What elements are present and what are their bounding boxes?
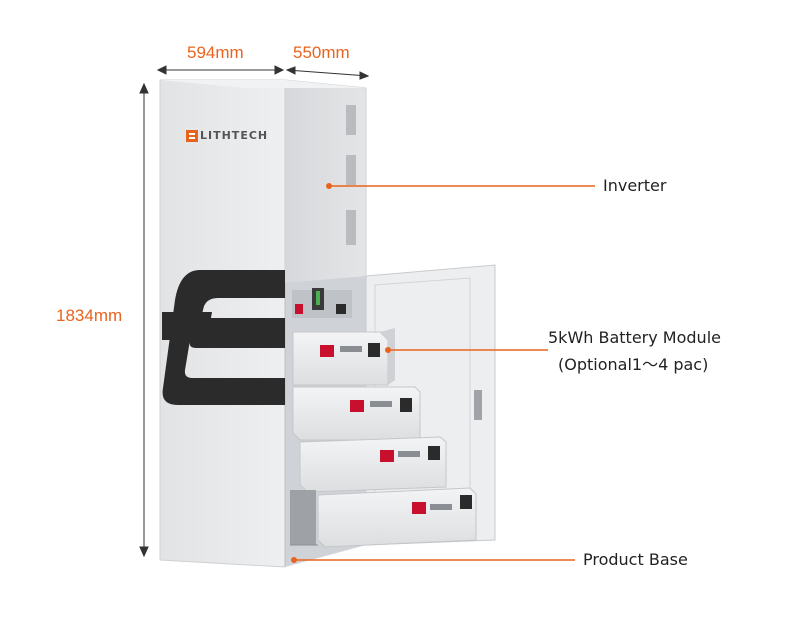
height-dimension-label: 1834mm <box>56 306 123 325</box>
inverter-label: Inverter <box>603 176 667 195</box>
width-dimension-label: 594mm <box>187 43 244 62</box>
battery-module-2 <box>292 386 421 441</box>
side-vents <box>346 105 356 245</box>
door-handle <box>474 390 482 420</box>
battery-module-3 <box>299 436 447 493</box>
battery-callout-line <box>385 347 548 353</box>
height-dimension-line <box>139 82 149 558</box>
inverter-components <box>292 288 352 318</box>
lithtech-logo <box>186 130 198 142</box>
logo-text: LITHTECH <box>200 129 269 142</box>
battery-module-4 <box>317 487 477 548</box>
product-base-label: Product Base <box>583 550 688 569</box>
width-dimension-line <box>156 65 285 75</box>
base-callout-line <box>291 557 575 563</box>
product-base-shelf <box>290 490 318 546</box>
battery-module-1 <box>292 328 395 386</box>
battery-module-label: 5kWh Battery Module <box>548 328 721 347</box>
cabinet-top <box>160 80 366 88</box>
brand-mark-graphic <box>162 270 285 405</box>
inverter-callout-line <box>326 183 595 189</box>
battery-module-sublabel: (Optional1～4 pac) <box>558 355 709 374</box>
depth-dimension-label: 550mm <box>293 43 350 62</box>
depth-dimension-line <box>285 66 370 80</box>
